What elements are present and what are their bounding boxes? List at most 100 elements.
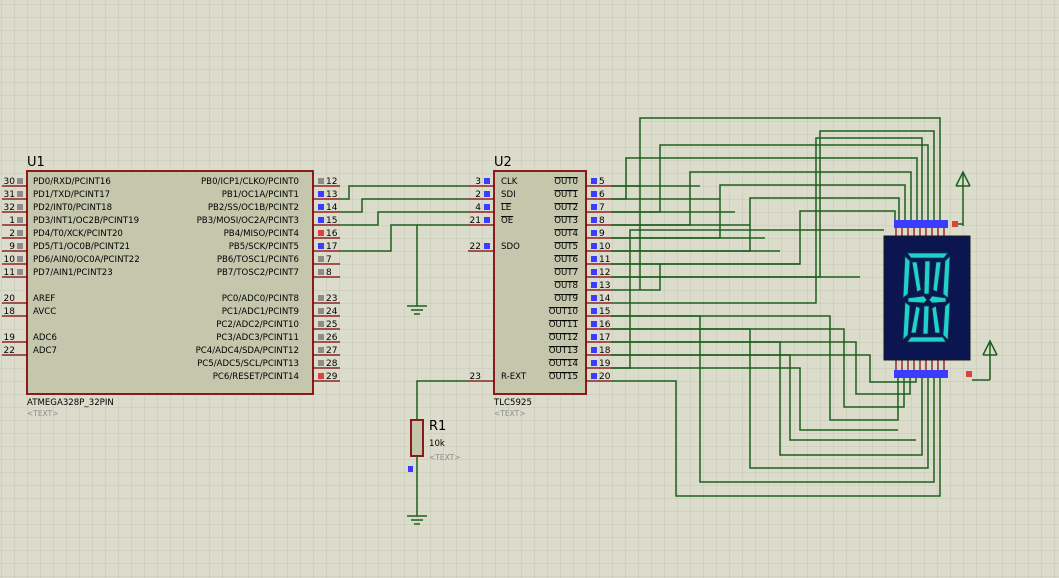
u1-pin-name: PB0/ICP1/CLKO/PCINT0: [201, 177, 299, 187]
u1-pin-name: PC4/ADC4/SDA/PCINT12: [196, 346, 299, 356]
r1-resistor[interactable]: R1 10k <TEXT>: [408, 408, 460, 510]
u1-pin-name: PD1/TXD/PCINT17: [33, 190, 110, 200]
u2-pin-number: 22: [470, 242, 481, 252]
u2-pin-number: 14: [599, 294, 611, 304]
u2-pin-name: OUT15: [549, 372, 578, 382]
u1-pin-number: 20: [4, 294, 16, 304]
wire: [611, 137, 923, 304]
wire: [611, 372, 941, 497]
u2-pin-number: 21: [470, 216, 481, 226]
u2-pin-number: 19: [599, 359, 611, 369]
u1-pin-number: 28: [326, 359, 338, 369]
wire: [340, 185, 468, 200]
u1-pin-name: PB1/OC1A/PCINT1: [222, 190, 299, 200]
u2-pin-name: OUT2: [554, 203, 578, 213]
u1-pin-name: PB2/SS/OC1B/PCINT2: [208, 203, 299, 213]
u2-pin-number: 16: [599, 320, 611, 330]
wire: [611, 197, 900, 252]
u1-pin-number: 10: [4, 255, 16, 265]
r1-value: 10k: [429, 439, 445, 449]
u2-pin-number: 7: [599, 203, 605, 213]
u1-pin-number: 18: [4, 307, 16, 317]
u2-pin-number: 23: [470, 372, 481, 382]
u2-pin-marker: [591, 256, 597, 262]
u1-pin-name: PC1/ADC1/PCINT9: [222, 307, 299, 317]
u1-pin-name: PB4/MISO/PCINT4: [224, 229, 299, 239]
u2-pin-number: 5: [599, 177, 605, 187]
u1-pin-number: 13: [326, 190, 337, 200]
u1-pin-number: 29: [326, 372, 338, 382]
u1-pin-number: 27: [326, 346, 337, 356]
u2-pin-name: OUT1: [554, 190, 578, 200]
wire: [611, 210, 896, 265]
u2-pin-marker: [591, 217, 597, 223]
u1-reference: U1: [27, 155, 45, 170]
u1-pin-number: 14: [326, 203, 338, 213]
wire: [611, 117, 941, 222]
u2-pin-marker: [591, 295, 597, 301]
u1-pin-number: 7: [326, 255, 332, 265]
r1-reference: R1: [429, 419, 446, 434]
u2-pin-number: 20: [599, 372, 611, 382]
u1-pin-marker: [318, 308, 324, 314]
u2-pin-name: OUT12: [549, 333, 578, 343]
ground-symbol-1[interactable]: [407, 299, 427, 315]
u1-body[interactable]: [26, 170, 314, 395]
u2-pin-marker: [484, 217, 490, 223]
u2-pin-name: OUT10: [549, 307, 578, 317]
wire: [611, 328, 929, 469]
u1-pin-name: PD7/AIN1/PCINT23: [33, 268, 113, 278]
wire: [611, 264, 661, 291]
u2-pin-name: OE: [501, 216, 513, 226]
u2-pin-name: OUT9: [554, 294, 578, 304]
u2-part-type: TLC5925: [493, 398, 532, 408]
display-common-pin-top: [952, 221, 958, 227]
display-bottom-pin-bar: [894, 370, 948, 378]
u2-pin-name: OUT5: [554, 242, 578, 252]
u1-pin-number: 30: [4, 177, 16, 187]
u1-pin-marker: [17, 269, 23, 275]
u1-pin-name: PC5/ADC5/SCL/PCINT13: [197, 359, 299, 369]
r1-body[interactable]: [410, 419, 424, 457]
u1-pin-marker: [318, 217, 324, 223]
u2-body[interactable]: [493, 170, 587, 395]
u1-pin-marker: [17, 191, 23, 197]
u2-pin-name: SDO: [501, 242, 520, 252]
fourteen-segment-display[interactable]: [883, 220, 972, 378]
u2-pin-name: OUT4: [554, 229, 578, 239]
r1-text-placeholder: <TEXT>: [429, 453, 460, 462]
u2-pin-name: OUT7: [554, 268, 578, 278]
wire: [611, 315, 935, 483]
u1-pin-number: 15: [326, 216, 337, 226]
u1-pin-marker: [17, 243, 23, 249]
u1-pin-marker: [17, 256, 23, 262]
wire: [611, 367, 898, 431]
u1-pin-name: PC6/RESET/PCINT14: [213, 372, 299, 382]
u2-pin-marker: [591, 282, 597, 288]
u1-pin-marker: [17, 178, 23, 184]
u2-pin-number: 11: [599, 255, 610, 265]
power-terminal-top[interactable]: [955, 170, 971, 226]
wire: [340, 224, 418, 299]
u2-pin-name: SDI: [501, 190, 516, 200]
u1-part-type: ATMEGA328P_32PIN: [27, 398, 114, 408]
wires: [340, 117, 963, 497]
u2-pin-name: OUT3: [554, 216, 578, 226]
u1-pin-name: PB3/MOSI/OC2A/PCINT3: [197, 216, 299, 226]
u2-pin-marker: [591, 360, 597, 366]
u2-pin-marker: [591, 269, 597, 275]
ground-symbol-2[interactable]: [407, 510, 427, 525]
u1-pin-name: PD3/INT1/OC2B/PCINT19: [33, 216, 139, 226]
u1-pin-number: 19: [4, 333, 16, 343]
u2-pin-name: OUT13: [549, 346, 578, 356]
power-terminal-bottom[interactable]: [972, 339, 998, 381]
u2-pin-marker: [591, 243, 597, 249]
u1-pin-marker: [17, 230, 23, 236]
u1-pin-name: AREF: [33, 294, 55, 304]
u1-pin-marker: [318, 360, 324, 366]
u2-pin-number: 10: [599, 242, 611, 252]
